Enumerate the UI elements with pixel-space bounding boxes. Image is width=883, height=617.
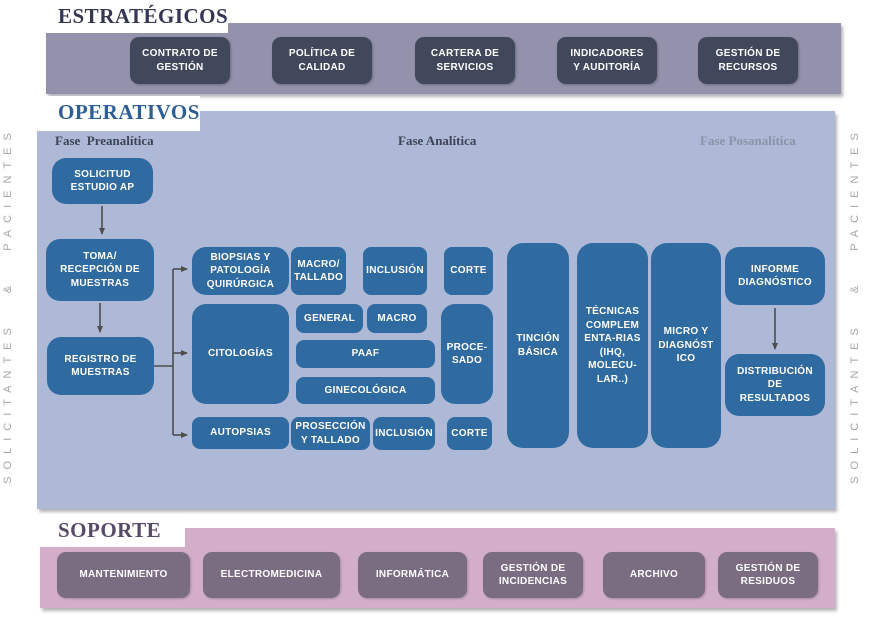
operativos-tab xyxy=(0,96,200,131)
box-indicadores-y-auditoria: INDICADORES Y AUDITORÍA xyxy=(557,37,657,84)
box-micro-y-diagnostico: MICRO Y DIAGNÓST ICO xyxy=(651,243,721,448)
side-label-right: SOLICITANTES & PACIENTES xyxy=(849,126,861,484)
soporte-tab xyxy=(0,514,185,547)
box-tincion-basica: TINCIÓN BÁSICA xyxy=(507,243,569,448)
box-mantenimiento: MANTENIMIENTO xyxy=(57,552,190,598)
phase-label-analitica: Fase Analítica xyxy=(398,133,477,148)
box-gestion-de-incidencias: GESTIÓN DE INCIDENCIAS xyxy=(483,552,583,598)
box-politica-de-calidad: POLÍTICA DE CALIDAD xyxy=(272,37,372,84)
box-paaf: PAAF xyxy=(296,340,435,368)
box-autopsias: AUTOPSIAS xyxy=(192,417,289,449)
box-distribucion-de-resultados: DISTRIBUCIÓN DE RESULTADOS xyxy=(725,354,825,416)
box-contrato-de-gestion: CONTRATO DE GESTIÓN xyxy=(130,37,230,84)
box-biopsias-patologia-quirurgica: BIOPSIAS Y PATOLOGÍA QUIRÚRGICA xyxy=(192,247,289,295)
box-macro-tallado: MACRO/ TALLADO xyxy=(291,247,346,295)
box-registro-de-muestras: REGISTRO DE MUESTRAS xyxy=(47,337,154,395)
estrategicos-title: ESTRATÉGICOS xyxy=(58,4,229,28)
box-archivo: ARCHIVO xyxy=(603,552,705,598)
box-macro: MACRO xyxy=(367,304,427,333)
box-gestion-de-recursos: GESTIÓN DE RECURSOS xyxy=(698,37,798,84)
box-electromedicina: ELECTROMEDICINA xyxy=(203,552,340,598)
box-inclusion-autopsias: INCLUSIÓN xyxy=(373,417,435,450)
phase-label-posanalitica: Fase Posanalítica xyxy=(700,133,796,148)
box-tecnicas-complementarias: TÉCNICAS COMPLEM ENTA-RIAS (IHQ, MOLECU-… xyxy=(577,243,648,448)
box-gestion-de-residuos: GESTIÓN DE RESIDUOS xyxy=(718,552,818,598)
estrategicos-tab xyxy=(0,0,228,33)
box-toma-recepcion-muestras: TOMA/ RECEPCIÓN DE MUESTRAS xyxy=(46,239,154,301)
side-label-left: SOLICITANTES & PACIENTES xyxy=(2,126,14,484)
soporte-title: SOPORTE xyxy=(58,518,162,542)
box-corte-autopsias: CORTE xyxy=(447,417,492,450)
box-procesado: PROCE- SADO xyxy=(441,304,493,404)
phase-label-preanalitica: Fase Preanalítica xyxy=(55,133,154,148)
box-corte-biopsias: CORTE xyxy=(444,247,493,295)
box-cartera-de-servicios: CARTERA DE SERVICIOS xyxy=(415,37,515,84)
box-informatica: INFORMÁTICA xyxy=(358,552,467,598)
box-inclusion-biopsias: INCLUSIÓN xyxy=(363,247,427,295)
box-ginecologica: GINECOLÓGICA xyxy=(296,377,435,404)
box-citologias: CITOLOGÍAS xyxy=(192,304,289,404)
operativos-title: OPERATIVOS xyxy=(58,100,200,124)
box-proseccion-y-tallado: PROSECCIÓN Y TALLADO xyxy=(291,417,370,450)
box-solicitud-estudio-ap: SOLICITUD ESTUDIO AP xyxy=(52,158,153,204)
box-general: GENERAL xyxy=(296,304,363,333)
box-informe-diagnostico: INFORME DIAGNÓSTICO xyxy=(725,247,825,305)
